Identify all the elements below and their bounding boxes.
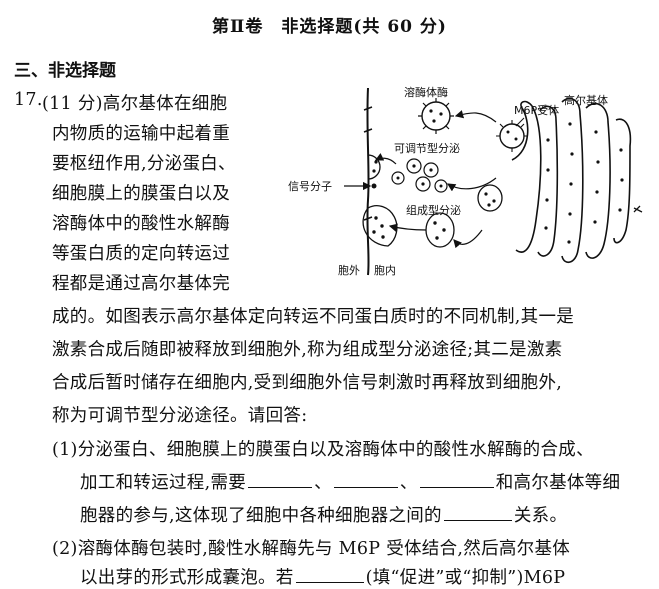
stem-line-8: 成的。如图表示高尔基体定向转运不同蛋白质时的不同机制,其一是 bbox=[52, 307, 575, 327]
signal-molecule bbox=[344, 181, 377, 191]
golgi-transport-diagram: 溶酶体酶 M6P受体 高尔基体 可调节型分泌 信号分子 组成型分泌 胞外 胞内 bbox=[286, 80, 648, 280]
section-subtitle: 三、非选择题 bbox=[14, 61, 116, 81]
stem-line-5: 溶酶体中的酸性水解酶 bbox=[52, 214, 230, 234]
constitutive-vesicle bbox=[425, 212, 455, 248]
arrow-to-constitutive bbox=[453, 229, 483, 249]
sub1-line-2: 加工和转运过程,需要 、 、 和高尔基体等细 bbox=[80, 469, 620, 494]
lysosome bbox=[418, 98, 454, 134]
stem-line-10: 合成后暂时储存在细胞内,受到细胞外信号刺激时再释放到细胞外, bbox=[52, 373, 563, 393]
m6p-receptor-vesicle bbox=[496, 120, 528, 152]
sub1-sep-2: 、 bbox=[399, 473, 418, 493]
label-inside: 胞内 bbox=[374, 263, 396, 277]
label-outside: 胞外 bbox=[338, 264, 360, 277]
sub1-line-1: (1)分泌蛋白、细胞膜上的膜蛋白以及溶酶体中的酸性水解酶的合成、 bbox=[52, 440, 594, 460]
sub2-text-b: (填“促进”或“抑制”)M6P bbox=[365, 568, 566, 588]
sub1-sep-1: 、 bbox=[314, 473, 332, 493]
answer-blank-1[interactable] bbox=[248, 470, 313, 488]
arrow-to-lysosome bbox=[454, 110, 497, 123]
label-lysosome-enzyme: 溶酶体酶 bbox=[404, 85, 448, 99]
stem-line-1: (11 分)高尔基体在细胞 bbox=[42, 94, 228, 114]
stem-line-9: 激素合成后随即被释放到细胞外,称为组成型分泌途径;其二是激素 bbox=[52, 340, 563, 360]
answer-blank-2[interactable] bbox=[333, 470, 398, 488]
arrow-to-granules bbox=[446, 177, 497, 192]
stem-line-7: 程都是通过高尔基体完 bbox=[52, 274, 230, 294]
stem-line-3: 要枢纽作用,分泌蛋白、 bbox=[52, 154, 236, 174]
stem-line-2: 内物质的运输中起着重 bbox=[52, 124, 230, 144]
arrow-constitutive-to-membrane bbox=[388, 223, 427, 232]
sub2-line-2: 以出芽的形式形成囊泡。若 (填“促进”或“抑制”)M6P bbox=[80, 564, 565, 589]
exocytosis-vesicle-upper bbox=[367, 154, 381, 180]
stem-line-11: 称为可调节型分泌途径。请回答: bbox=[52, 406, 308, 426]
answer-blank-3[interactable] bbox=[419, 470, 494, 488]
section-title: 第Ⅱ卷 非选择题(共 60 分) bbox=[212, 17, 447, 37]
golgi-apparatus bbox=[511, 97, 643, 263]
label-constitutive-secretion: 组成型分泌 bbox=[406, 203, 461, 217]
answer-blank-5[interactable] bbox=[295, 565, 364, 583]
arrow-granule-to-membrane bbox=[374, 153, 397, 165]
label-signal-molecule: 信号分子 bbox=[288, 180, 332, 193]
diagram-svg: 溶酶体酶 M6P受体 高尔基体 可调节型分泌 信号分子 组成型分泌 胞外 胞内 bbox=[288, 85, 643, 277]
label-m6p-receptor: M6P受体 bbox=[514, 103, 559, 117]
sub2-text-a: 以出芽的形式形成囊泡。若 bbox=[80, 568, 294, 588]
exocytosis-vesicle-lower bbox=[362, 205, 398, 247]
stem-line-4: 细胞膜上的膜蛋白以及 bbox=[52, 184, 230, 204]
label-regulated-secretion: 可调节型分泌 bbox=[394, 141, 460, 155]
sub1-text-d: 关系。 bbox=[513, 506, 568, 526]
m6p-pointer bbox=[515, 117, 525, 127]
sub1-text-c: 胞器的参与,这体现了细胞中各种细胞器之间的 bbox=[80, 506, 442, 526]
label-golgi: 高尔基体 bbox=[564, 93, 608, 107]
answer-blank-4[interactable] bbox=[443, 503, 512, 521]
budding-vesicle bbox=[477, 184, 503, 212]
sub1-text-b: 和高尔基体等细 bbox=[495, 473, 621, 493]
sub2-line-1: (2)溶酶体酶包装时,酸性水解酶先与 M6P 受体结合,然后高尔基体 bbox=[52, 539, 571, 559]
question-number: 17. bbox=[14, 90, 43, 110]
cell-membrane bbox=[363, 87, 373, 276]
stem-line-6: 等蛋白质的定向转运过 bbox=[52, 244, 230, 264]
sub1-text-a: 加工和转运过程,需要 bbox=[80, 473, 247, 493]
secretory-granules bbox=[391, 158, 448, 193]
sub1-line-3: 胞器的参与,这体现了细胞中各种细胞器之间的 关系。 bbox=[80, 502, 567, 527]
